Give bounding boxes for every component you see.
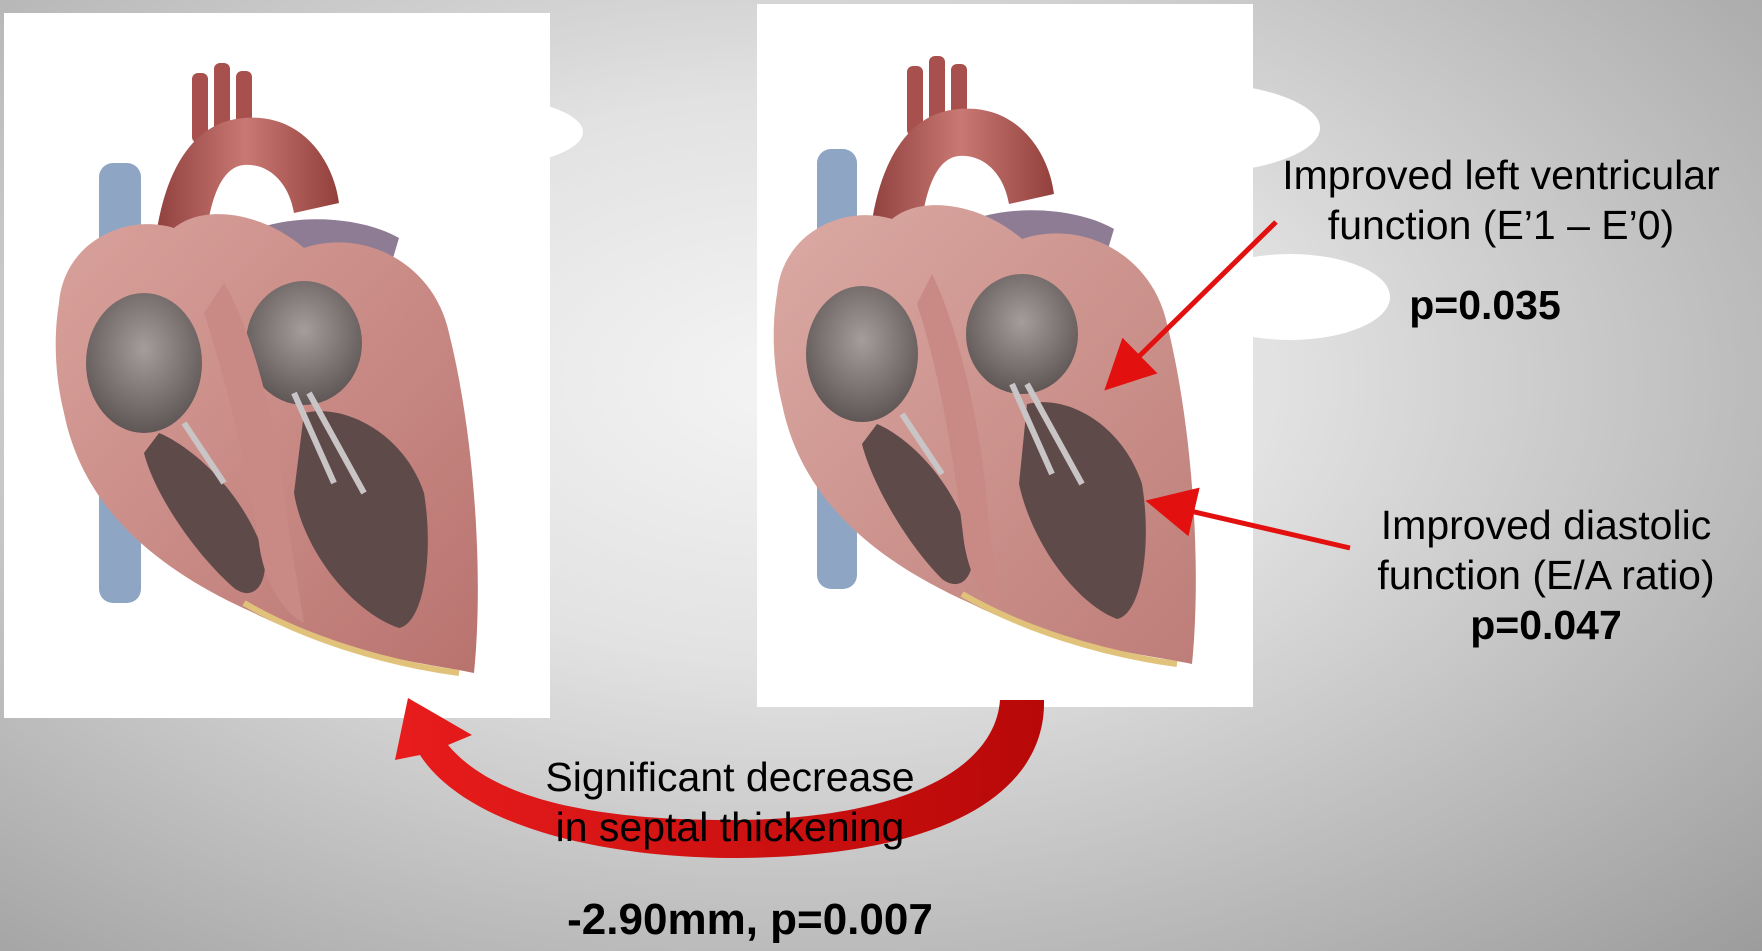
callout-bubble [1190,254,1390,340]
lv-function-line2: function (E’1 – E’0) [1240,200,1762,250]
lv-function-label: Improved left ventricular function (E’1 … [1240,150,1762,250]
right-atrium-shape [86,293,202,433]
diastolic-function-pvalue: p=0.047 [1330,600,1762,650]
septal-line1: Significant decrease [500,752,960,802]
diastolic-function-line1: Improved diastolic [1330,500,1762,550]
lv-function-pvalue: p=0.035 [1370,282,1600,329]
septal-line2: in septal thickening [500,802,960,852]
left-atrium-shape [966,274,1078,394]
diastolic-function-line2: function (E/A ratio) [1330,550,1762,600]
callout-bubble [323,94,583,170]
diastolic-function-label: Improved diastolic function (E/A ratio) … [1330,500,1762,650]
septal-result: -2.90mm, p=0.007 [540,895,960,945]
septal-thickening-label: Significant decrease in septal thickenin… [500,752,960,852]
lv-function-line1: Improved left ventricular [1240,150,1762,200]
right-atrium-shape [806,286,918,422]
left-atrium-shape [246,281,362,405]
